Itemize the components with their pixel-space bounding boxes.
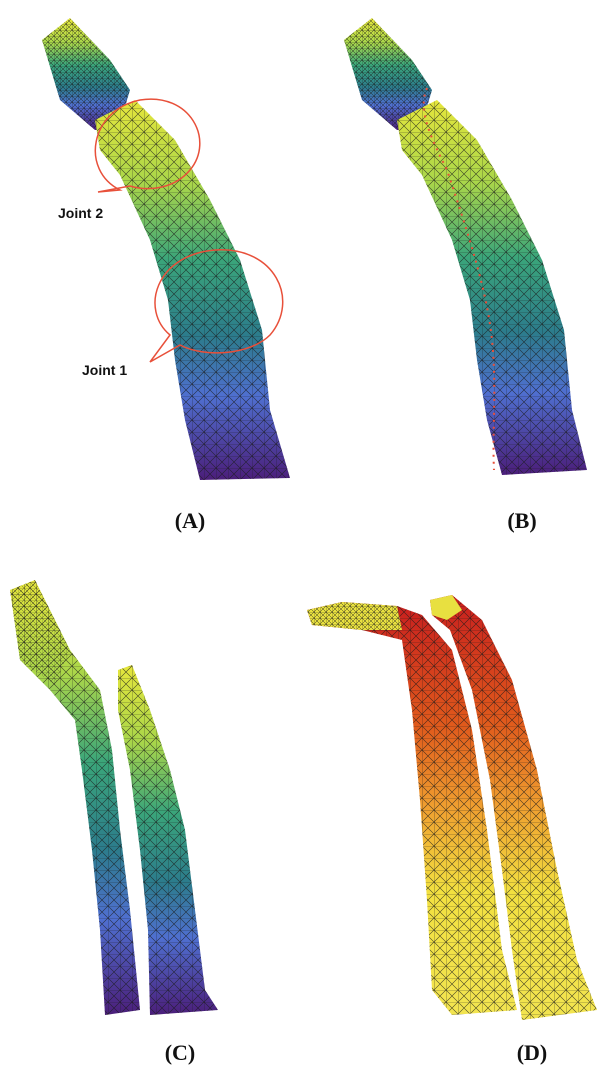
panel-c: (C) xyxy=(0,570,302,1030)
panel-label-b: (B) xyxy=(482,508,562,534)
arm-mesh-a xyxy=(0,0,302,500)
panel-d: (D) xyxy=(302,570,604,1030)
arm-mesh-d xyxy=(302,570,604,1030)
panel-label-a: (A) xyxy=(150,508,230,534)
panel-a: Joint 2 Joint 1 (A) xyxy=(0,0,302,500)
arm-mesh-c xyxy=(0,570,302,1030)
panel-label-d: (D) xyxy=(492,1040,572,1066)
panel-label-c: (C) xyxy=(140,1040,220,1066)
arm-mesh-b xyxy=(302,0,604,500)
joint2-label: Joint 2 xyxy=(58,205,103,221)
panel-b: (B) xyxy=(302,0,604,500)
joint1-label: Joint 1 xyxy=(82,362,127,378)
